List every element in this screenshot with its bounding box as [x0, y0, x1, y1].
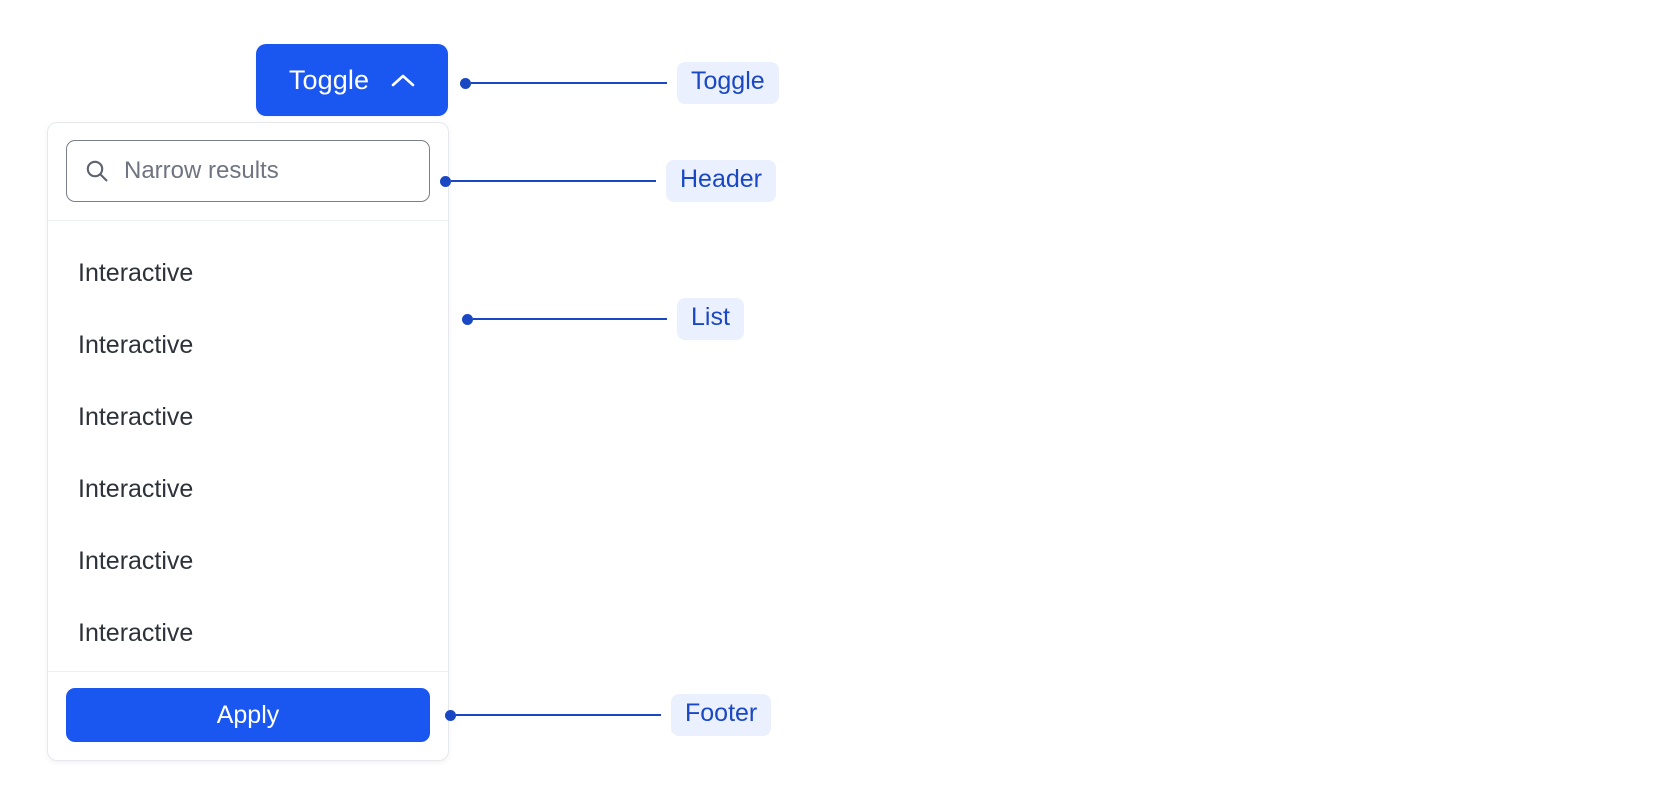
- annotation-line: [456, 713, 661, 717]
- annotation-toggle: Toggle: [460, 62, 779, 104]
- toggle-button[interactable]: Toggle: [256, 44, 448, 116]
- annotation-label: List: [677, 298, 744, 340]
- annotation-dot: [460, 77, 471, 89]
- list-item[interactable]: Interactive: [48, 453, 448, 525]
- search-input[interactable]: [110, 141, 429, 201]
- annotation-footer: Footer: [445, 694, 772, 736]
- list-item[interactable]: Interactive: [48, 309, 448, 381]
- annotation-dot: [462, 313, 473, 325]
- annotation-line: [473, 317, 667, 321]
- annotation-dot: [440, 175, 451, 187]
- annotation-label: Header: [666, 160, 776, 202]
- list-item-label: Interactive: [78, 474, 194, 503]
- dropdown-header: [48, 123, 448, 221]
- list-item[interactable]: Interactive: [48, 525, 448, 597]
- dropdown-list: Interactive Interactive Interactive Inte…: [48, 221, 448, 671]
- list-item-label: Interactive: [78, 402, 194, 431]
- annotation-line: [451, 179, 656, 183]
- list-item-label: Interactive: [78, 546, 194, 575]
- apply-button[interactable]: Apply: [66, 688, 430, 742]
- annotation-line: [471, 81, 667, 85]
- chevron-up-icon: [391, 73, 415, 87]
- list-item[interactable]: Interactive: [48, 237, 448, 309]
- annotation-label: Toggle: [677, 62, 779, 104]
- annotation-label: Footer: [671, 694, 772, 736]
- search-field-wrapper[interactable]: [66, 140, 430, 202]
- list-item[interactable]: Interactive: [48, 597, 448, 669]
- dropdown-footer: Apply: [48, 671, 448, 760]
- toggle-button-label: Toggle: [288, 64, 370, 95]
- search-icon: [67, 158, 110, 184]
- annotation-header: Header: [440, 160, 776, 202]
- list-item-label: Interactive: [78, 618, 194, 647]
- list-item-label: Interactive: [78, 258, 194, 287]
- annotation-list: List: [462, 298, 744, 340]
- annotation-dot: [445, 709, 456, 721]
- list-item[interactable]: Interactive: [48, 381, 448, 453]
- dropdown-panel: Interactive Interactive Interactive Inte…: [47, 122, 449, 761]
- list-item-label: Interactive: [78, 330, 194, 359]
